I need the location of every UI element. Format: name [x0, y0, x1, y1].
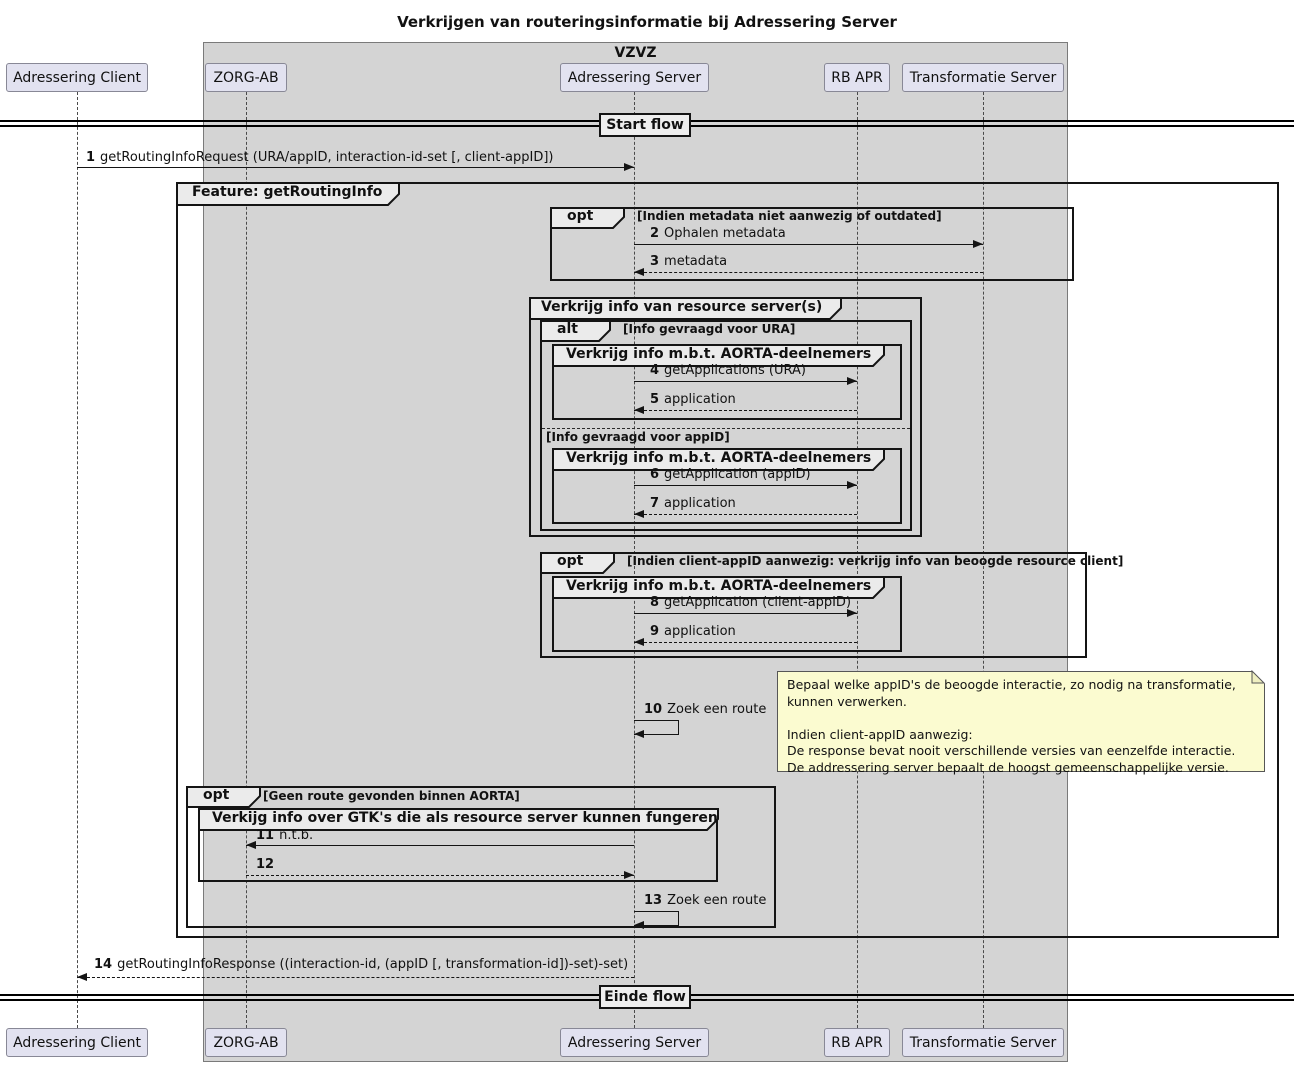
group-aorta3-tab: [552, 576, 885, 599]
message-4-arrow: [634, 381, 857, 382]
lifeline-rb-apr: [857, 92, 858, 1028]
participant-zorg-ab-top: ZORG-AB: [205, 63, 287, 92]
message-8-arrow: [634, 613, 857, 614]
opt-client-tab: [540, 552, 615, 574]
message-9-return-arrow: [634, 642, 857, 643]
opt-no-route-operator: opt: [203, 787, 230, 803]
message-10-arrowhead: [634, 730, 644, 738]
message-4-arrowhead: [847, 377, 857, 385]
group-resource-tab: [529, 297, 842, 320]
message-12-return-arrow: [246, 875, 634, 876]
message-7-arrowhead: [634, 510, 644, 518]
opt-client-operator: opt: [557, 553, 584, 569]
message-14-return-arrow: [77, 977, 634, 978]
message-5-arrowhead: [634, 406, 644, 414]
message-1-arrow: [77, 167, 634, 168]
note: Bepaal welke appID's de beoogde interact…: [777, 671, 1265, 775]
vzvz-container-label: VZVZ: [614, 45, 657, 61]
feature-frame-tab: [176, 182, 400, 206]
lifeline-adressering-server: [634, 92, 635, 1028]
message-3-return-arrow: [634, 272, 983, 273]
opt-no-route-tab: [186, 786, 261, 808]
group-aorta1-label: Verkrijg info m.b.t. AORTA-deelnemers: [566, 346, 872, 362]
opt-no-route-frame: [186, 786, 776, 928]
alt-else-separator: [542, 428, 910, 429]
message-10-self-arrow: [634, 720, 678, 721]
message-11-arrowhead: [246, 841, 256, 849]
message-13-arrowhead: [634, 921, 644, 929]
message-12-arrowhead: [624, 871, 634, 879]
message-3-arrowhead: [634, 268, 644, 276]
alt-tab: [540, 320, 611, 342]
participant-adressering-server-bottom: Adressering Server: [560, 1028, 709, 1057]
group-aorta1-tab: [552, 344, 885, 367]
message-1-arrowhead: [624, 163, 634, 171]
message-2-arrow: [634, 244, 983, 245]
lifeline-transformatie-server: [983, 92, 984, 1028]
opt-client-guard: [Indien client-appID aanwezig: verkrijg …: [627, 554, 1124, 568]
lifeline-zorg-ab: [246, 92, 247, 1028]
message-8-arrowhead: [847, 609, 857, 617]
message-11-arrow: [246, 845, 634, 846]
message-6-arrow: [634, 485, 857, 486]
opt-client-frame: [540, 552, 1087, 658]
group-aorta3-label: Verkrijg info m.b.t. AORTA-deelnemers: [566, 578, 872, 594]
feature-frame-label: Feature: getRoutingInfo: [192, 184, 383, 200]
opt-no-route-guard: [Geen route gevonden binnen AORTA]: [263, 789, 520, 803]
alt-guard-appid: [Info gevraagd voor appID]: [546, 430, 730, 444]
message-6-arrowhead: [847, 481, 857, 489]
diagram-title: Verkrijgen van routeringsinformatie bij …: [397, 13, 897, 31]
alt-operator: alt: [557, 321, 578, 337]
message-10-self-arrow: [634, 734, 678, 735]
message-14-arrowhead: [77, 973, 87, 981]
participant-transformatie-server-bottom: Transformatie Server: [902, 1028, 1064, 1057]
message-12: 12: [256, 857, 275, 872]
opt-metadata-tab: [550, 207, 625, 229]
participant-zorg-ab-bottom: ZORG-AB: [205, 1028, 287, 1057]
group-resource-label: Verkrijg info van resource server(s): [541, 299, 823, 315]
note-fold-corner: [1251, 670, 1266, 684]
message-10-self-arrow: [678, 720, 679, 735]
message-2-arrowhead: [973, 240, 983, 248]
lifeline-adressering-client: [77, 92, 78, 1028]
participant-rb-apr-top: RB APR: [824, 63, 890, 92]
participant-adressering-client-bottom: Adressering Client: [6, 1028, 148, 1057]
alt-guard-ura: [Info gevraagd voor URA]: [623, 322, 796, 336]
message-13-self-arrow: [634, 925, 678, 926]
participant-adressering-client-top: Adressering Client: [6, 63, 148, 92]
participant-transformatie-server-top: Transformatie Server: [902, 63, 1064, 92]
feature-frame: [176, 182, 1279, 938]
start-flow-divider-label: Start flow: [599, 113, 691, 137]
message-13-self-arrow: [678, 911, 679, 926]
opt-metadata-guard: [Indien metadata niet aanwezig of outdat…: [637, 209, 942, 223]
participant-adressering-server-top: Adressering Server: [560, 63, 709, 92]
message-9-arrowhead: [634, 638, 644, 646]
message-7-return-arrow: [634, 514, 857, 515]
group-aorta2-label: Verkrijg info m.b.t. AORTA-deelnemers: [566, 450, 872, 466]
message-13-self-arrow: [634, 911, 678, 912]
opt-metadata-operator: opt: [567, 208, 594, 224]
message-5-return-arrow: [634, 410, 857, 411]
group-aorta2-tab: [552, 448, 885, 471]
group-gtk-label: Verkijg info over GTK's die als resource…: [212, 810, 718, 826]
group-gtk-tab: [198, 808, 719, 831]
opt-metadata-frame: [550, 207, 1074, 281]
einde-flow-divider-label: Einde flow: [599, 985, 691, 1009]
alt-frame: [540, 320, 912, 531]
participant-rb-apr-bottom: RB APR: [824, 1028, 890, 1057]
